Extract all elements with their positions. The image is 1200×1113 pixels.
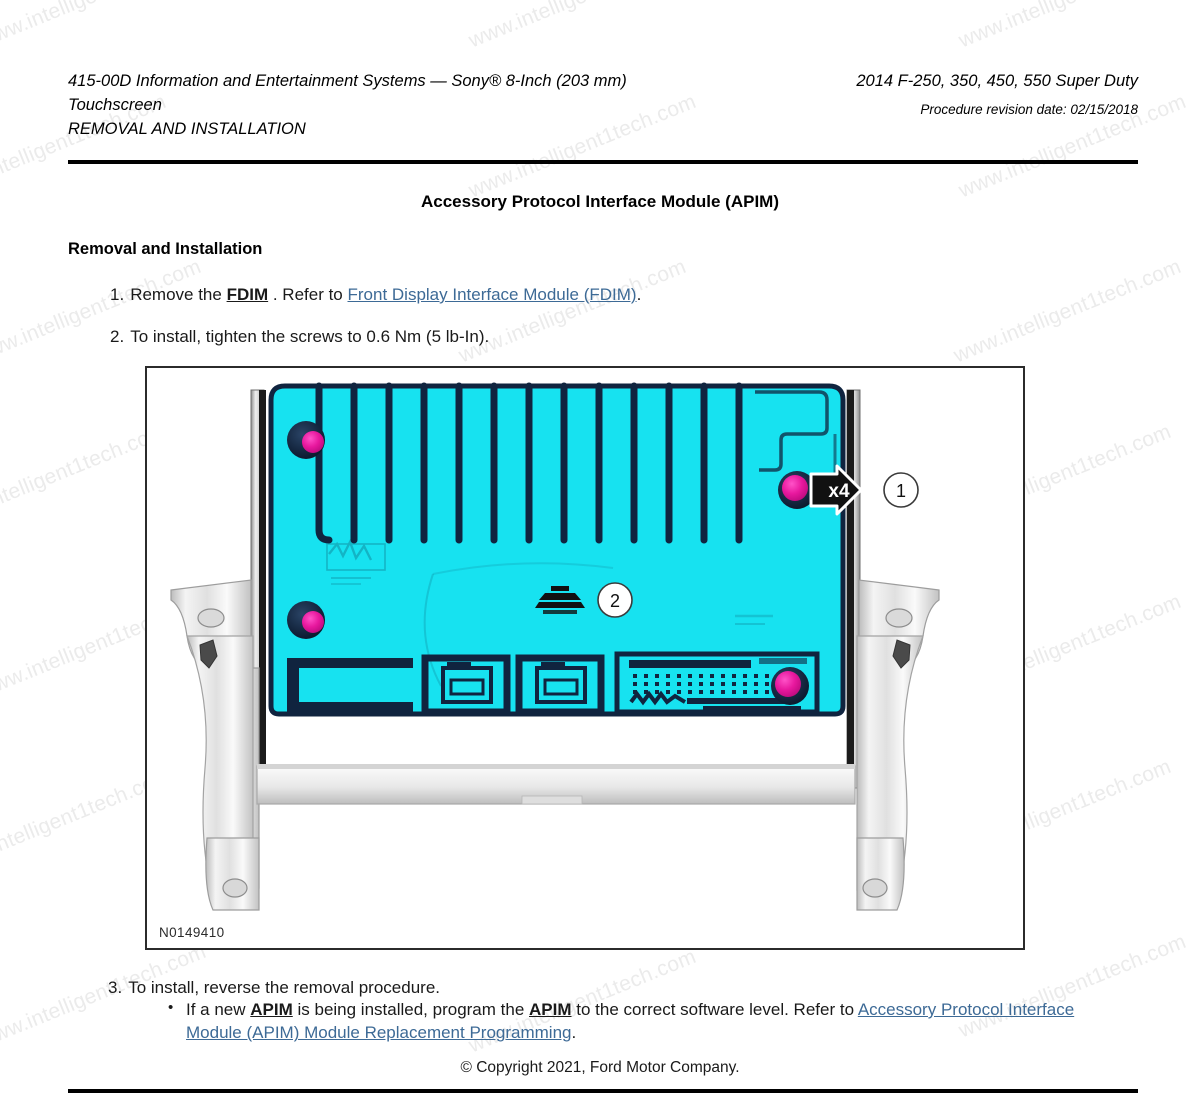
step-number: 1. [110, 285, 125, 304]
header-vehicle-application: 2014 F-250, 350, 450, 550 Super Duty [856, 72, 1138, 90]
figure-apim-exploded-view: x4 1 2 N0149410 [145, 366, 1025, 950]
apim-module-body [268, 382, 846, 717]
module-serial-marking [735, 614, 773, 625]
callout-2-number: 2 [610, 591, 620, 611]
bracket-hole [197, 608, 225, 628]
header-document-title: 415-00D Information and Entertainment Sy… [68, 72, 627, 114]
step-number: 3. [108, 978, 123, 997]
callout-1-circle [883, 472, 919, 508]
bracket-stud [199, 639, 218, 669]
callout-2-ground-symbol [535, 586, 585, 614]
bullet-content: If a new APIM is being installed, progra… [186, 998, 1108, 1045]
copyright-notice: © Copyright 2021, Ford Motor Company. [460, 1059, 740, 1076]
callout-1-number: 1 [896, 481, 906, 501]
procedure-step-2: 2. To install, tighten the screws to 0.6 … [110, 326, 489, 349]
step-text-prefix: Remove the [130, 285, 227, 304]
screw-bottom-left [287, 601, 325, 639]
header-revision-date: Procedure revision date: 02/15/2018 [920, 101, 1138, 117]
cross-reference-link-apim-programming[interactable]: Accessory Protocol Interface Module (API… [186, 1000, 1075, 1043]
glossary-term-apim-1[interactable]: APIM [250, 1000, 293, 1019]
left-mounting-bracket [170, 389, 266, 911]
connector-port-a [421, 654, 511, 716]
bullet-text-after: to the correct software level. Refer to [571, 1000, 858, 1019]
page-title: Accessory Protocol Interface Module (API… [420, 192, 780, 211]
connector-port-b [515, 654, 605, 716]
module-retaining-screws [287, 421, 816, 705]
step-number: 2. [110, 327, 125, 346]
step-text-middle: . Refer to [268, 285, 348, 304]
bracket-stud [892, 639, 911, 669]
figure-identifier: N0149410 [159, 925, 225, 940]
callout-2-circle [597, 582, 633, 618]
module-mounting-tray [256, 764, 856, 805]
module-connector-shelf [287, 651, 820, 716]
bullet-text-prefix: If a new [186, 1000, 251, 1019]
callout-2-group: 2 [535, 582, 633, 618]
procedure-step-3-bullet: • If a new APIM is being installed, prog… [168, 998, 1108, 1045]
screw-right-upper [778, 471, 816, 509]
step-text-suffix: . [636, 285, 642, 304]
callout-1-arrow [809, 464, 863, 516]
callout-1-group: x4 1 [809, 464, 919, 516]
module-molded-label [326, 539, 386, 585]
cross-reference-link-fdim[interactable]: Front Display Interface Module (FDIM) [347, 285, 637, 304]
header-right: 2014 F-250, 350, 450, 550 Super Duty Pro… [738, 70, 1138, 119]
document-header: 415-00D Information and Entertainment Sy… [68, 70, 1138, 142]
bullet-text-suffix: . [571, 1023, 577, 1043]
screw-right-lower [771, 667, 809, 705]
section-heading: Removal and Installation [68, 240, 263, 258]
step-text: To install, tighten the screws to 0.6 Nm… [130, 327, 490, 346]
apim-module-illustration: x4 1 2 [170, 382, 940, 911]
screw-top-left [287, 421, 325, 459]
bracket-hole [222, 878, 248, 898]
callout-1-qty-label: x4 [828, 481, 850, 502]
right-mounting-bracket [846, 389, 940, 911]
header-section-label: REMOVAL AND INSTALLATION [68, 119, 306, 138]
bullet-marker: • [168, 999, 174, 1016]
footer-divider [68, 1089, 1138, 1093]
procedure-step-3: 3. To install, reverse the removal proced… [108, 977, 440, 1000]
bullet-text-middle: is being installed, program the [292, 1000, 530, 1019]
bracket-hole [862, 878, 888, 898]
header-divider [68, 160, 1138, 164]
glossary-term-fdim[interactable]: FDIM [226, 285, 269, 304]
glossary-term-apim-2[interactable]: APIM [529, 1000, 572, 1019]
header-left: 415-00D Information and Entertainment Sy… [68, 70, 668, 142]
step-text: To install, reverse the removal procedur… [128, 978, 440, 997]
multi-pin-connector [614, 651, 820, 715]
heat-sink-fins [315, 382, 743, 544]
procedure-step-1: 1. Remove the FDIM . Refer to Front Displ… [110, 284, 641, 307]
bracket-hole [885, 608, 913, 628]
